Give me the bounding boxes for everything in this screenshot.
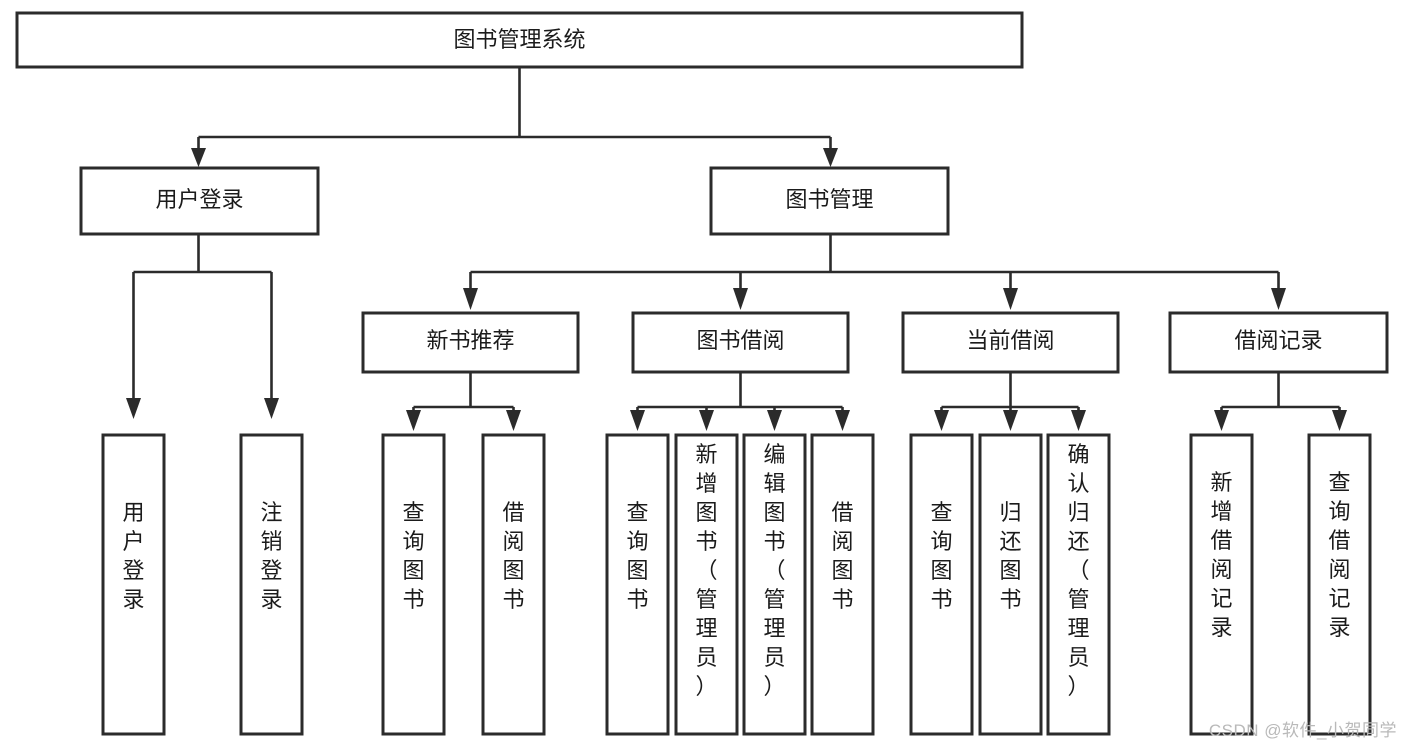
leaf-query-record-label: 查询借阅记录 <box>1328 470 1350 640</box>
arrow-head-leaf-edit-book <box>767 410 782 431</box>
leaf-add-record-box[interactable] <box>1189 433 1254 736</box>
node-borrow-record-box[interactable] <box>1168 311 1389 374</box>
leaf-query-book-3-box[interactable] <box>909 433 974 736</box>
leaf-add-record[interactable]: 新增借阅记录 <box>1189 433 1254 736</box>
arrow-head-leaf-confirm-return <box>1071 410 1086 431</box>
leaf-add-book-label: 新增图书（管理员） <box>695 442 717 699</box>
leaf-query-book-3-label: 查询图书 <box>930 500 952 612</box>
leaf-query-book-1-box[interactable] <box>381 433 446 736</box>
node-current-borrow-box[interactable] <box>901 311 1120 374</box>
leaf-logout-login-box[interactable] <box>239 433 304 736</box>
arrow-head-book-management <box>823 148 838 167</box>
node-root-box[interactable] <box>15 11 1024 69</box>
leaf-query-book-2-box[interactable] <box>605 433 670 736</box>
arrow-head-leaf-return-book <box>1003 410 1018 431</box>
leaf-query-book-2[interactable]: 查询图书 <box>605 433 670 736</box>
node-borrow-record-label: 借阅记录 <box>1234 328 1322 353</box>
arrow-head-leaf-query-record <box>1332 410 1347 431</box>
leaf-logout-login[interactable]: 注销登录 <box>239 433 304 736</box>
leaf-edit-book-box[interactable] <box>742 433 807 736</box>
leaf-return-book[interactable]: 归还图书 <box>978 433 1043 736</box>
leaf-edit-book[interactable]: 编辑图书（管理员） <box>742 433 807 736</box>
arrow-head-leaf-logout-login <box>264 398 279 419</box>
node-book-management-label: 图书管理 <box>785 187 873 212</box>
node-book-management[interactable]: 图书管理 <box>709 166 950 236</box>
leaf-user-login-box[interactable] <box>101 433 166 736</box>
connector-layer <box>126 67 1347 431</box>
leaf-query-record-box[interactable] <box>1307 433 1372 736</box>
node-book-management-box[interactable] <box>709 166 950 236</box>
leaf-confirm-return[interactable]: 确认归还（管理员） <box>1046 433 1111 736</box>
node-current-borrow[interactable]: 当前借阅 <box>901 311 1120 374</box>
arrow-head-leaf-add-record <box>1214 410 1229 431</box>
leaf-confirm-return-box[interactable] <box>1046 433 1111 736</box>
leaf-add-record-label: 新增借阅记录 <box>1210 470 1232 640</box>
node-new-book-recommend-label: 新书推荐 <box>426 328 514 353</box>
arrow-head-leaf-query-book-3 <box>934 410 949 431</box>
leaf-user-login-label: 用户登录 <box>122 500 144 612</box>
leaf-query-book-1-label: 查询图书 <box>402 500 424 612</box>
arrow-head-user-login <box>191 148 206 167</box>
arrow-head-leaf-add-book <box>699 410 714 431</box>
node-new-book-recommend[interactable]: 新书推荐 <box>361 311 580 374</box>
node-root[interactable]: 图书管理系统 <box>15 11 1024 69</box>
arrow-head-leaf-borrow-book-2 <box>835 410 850 431</box>
node-new-book-recommend-box[interactable] <box>361 311 580 374</box>
leaf-query-record[interactable]: 查询借阅记录 <box>1307 433 1372 736</box>
leaf-borrow-book-2-box[interactable] <box>810 433 875 736</box>
arrow-head-leaf-borrow-book-1 <box>506 410 521 431</box>
leaf-add-book[interactable]: 新增图书（管理员） <box>674 433 739 736</box>
leaf-confirm-return-label: 确认归还（管理员） <box>1067 442 1089 699</box>
arrow-head-leaf-query-book-2 <box>630 410 645 431</box>
leaf-borrow-book-2-label: 借阅图书 <box>831 500 853 612</box>
leaf-borrow-book-2[interactable]: 借阅图书 <box>810 433 875 736</box>
node-user-login[interactable]: 用户登录 <box>79 166 320 236</box>
node-book-borrow[interactable]: 图书借阅 <box>631 311 850 374</box>
arrow-head-leaf-user-login <box>126 398 141 419</box>
leaf-user-login[interactable]: 用户登录 <box>101 433 166 736</box>
leaf-borrow-book-1-label: 借阅图书 <box>502 500 524 612</box>
leaf-query-book-1[interactable]: 查询图书 <box>381 433 446 736</box>
leaf-return-book-box[interactable] <box>978 433 1043 736</box>
leaf-return-book-label: 归还图书 <box>999 500 1021 612</box>
arrow-head-leaf-query-book-1 <box>406 410 421 431</box>
leaf-add-book-box[interactable] <box>674 433 739 736</box>
node-user-login-box[interactable] <box>79 166 320 236</box>
arrow-head-current-borrow <box>1003 288 1018 310</box>
node-book-borrow-label: 图书借阅 <box>696 328 784 353</box>
arrow-head-book-borrow <box>733 288 748 310</box>
node-root-label: 图书管理系统 <box>453 27 585 52</box>
node-user-login-label: 用户登录 <box>155 187 243 212</box>
arrow-head-borrow-record <box>1271 288 1286 310</box>
arrow-head-new-book-recommend <box>463 288 478 310</box>
leaf-query-book-2-label: 查询图书 <box>626 500 648 612</box>
leaf-borrow-book-1[interactable]: 借阅图书 <box>481 433 546 736</box>
leaf-edit-book-label: 编辑图书（管理员） <box>763 442 785 699</box>
leaf-borrow-book-1-box[interactable] <box>481 433 546 736</box>
node-book-borrow-box[interactable] <box>631 311 850 374</box>
leaf-logout-login-label: 注销登录 <box>260 500 282 612</box>
node-borrow-record[interactable]: 借阅记录 <box>1168 311 1389 374</box>
node-current-borrow-label: 当前借阅 <box>966 328 1054 353</box>
leaf-query-book-3[interactable]: 查询图书 <box>909 433 974 736</box>
